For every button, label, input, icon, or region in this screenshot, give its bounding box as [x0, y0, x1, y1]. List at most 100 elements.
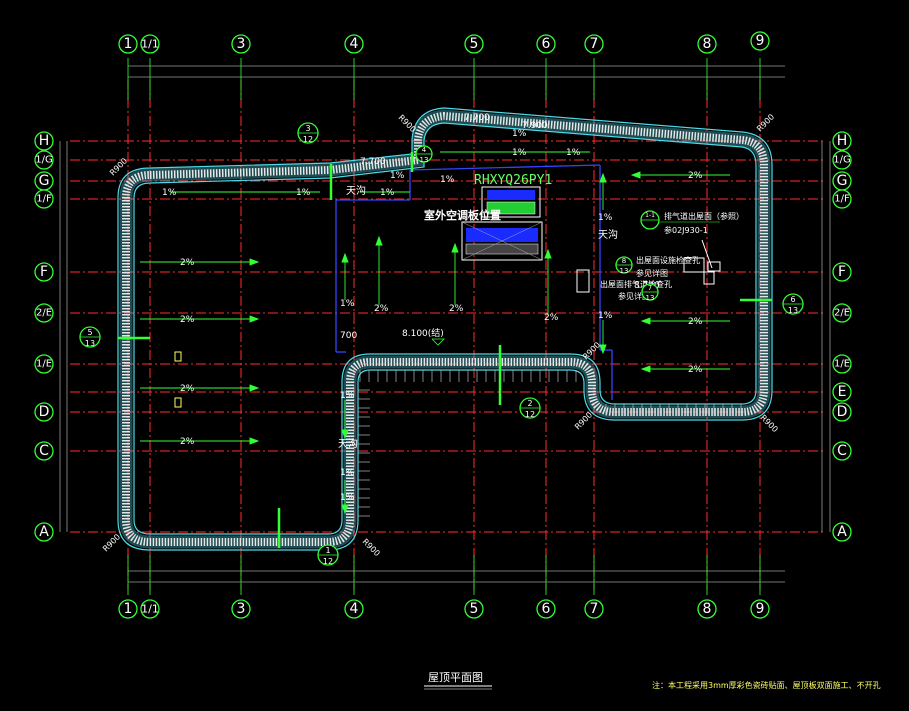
axis-label: 7 [590, 601, 599, 617]
detail-bubble-sheet: 12 [303, 135, 313, 144]
svg-text:F: F [838, 264, 846, 280]
svg-text:R900: R900 [361, 537, 382, 558]
section-marks [118, 152, 772, 548]
svg-text:出屋面排气道检查孔: 出屋面排气道检查孔 [600, 279, 672, 289]
axis-label: 6 [542, 601, 551, 617]
svg-text:1/G: 1/G [833, 155, 850, 166]
svg-text:H: H [39, 133, 50, 149]
room-label: 室外空调板位置 [424, 208, 501, 222]
svg-text:1%: 1% [162, 188, 177, 198]
slope-arrows [140, 151, 730, 515]
axis-label: 1 [124, 601, 133, 617]
axis-bubbles-bottom: 1 1/1 3 4 5 6 7 8 9 [118, 599, 770, 619]
svg-text:1%: 1% [340, 391, 355, 401]
svg-text:2%: 2% [180, 258, 195, 268]
svg-text:1%: 1% [598, 213, 613, 223]
detail-bubble-number: 2 [527, 399, 532, 408]
svg-text:1%: 1% [340, 468, 355, 478]
gutter-label: 天沟 [598, 228, 618, 241]
detail-bubble-number: 5 [87, 328, 92, 337]
svg-text:1%: 1% [390, 171, 405, 181]
detail-bubble-sheet: 12 [525, 410, 535, 419]
svg-text:2%: 2% [688, 365, 703, 375]
svg-text:2%: 2% [449, 304, 464, 314]
elevation-main: 8.100(结) [402, 327, 444, 339]
svg-text:A: A [39, 524, 49, 540]
svg-text:排气道出屋面（参照）: 排气道出屋面（参照） [664, 211, 744, 221]
svg-text:1%: 1% [340, 299, 355, 309]
detail-bubble-number: 8 [622, 257, 626, 265]
svg-text:2/E: 2/E [834, 308, 850, 319]
detail-bubble-number: 3 [305, 124, 310, 133]
marker [174, 397, 182, 408]
svg-text:2%: 2% [688, 317, 703, 327]
gutter-ticks [358, 370, 742, 517]
axis-label: 1/1 [141, 38, 159, 51]
svg-text:2%: 2% [374, 304, 389, 314]
axis-label: 1/1 [141, 603, 159, 616]
callouts: 出屋面设施检查孔 参见详图 出屋面排气道检查孔 参见详图 [600, 255, 700, 301]
svg-text:C: C [39, 443, 49, 459]
svg-text:C: C [837, 443, 847, 459]
axis-label: 5 [470, 601, 479, 617]
svg-text:D: D [39, 404, 50, 420]
dim-7900: 7.900 [522, 121, 548, 131]
gutter-label: 天沟 [338, 437, 358, 450]
gutter-label: 天沟 [346, 184, 366, 197]
axis-bubbles-right: H 1/G G 1/F F 2/E 1/E E D C A [832, 131, 852, 542]
detail-bubble-sheet: 13 [788, 306, 798, 315]
svg-text:1%: 1% [566, 148, 581, 158]
svg-text:R900: R900 [101, 532, 122, 553]
svg-text:1%: 1% [296, 188, 311, 198]
svg-text:D: D [837, 404, 848, 420]
section-note: 1-1 排气道出屋面（参照） 参02J930-1 [640, 210, 744, 235]
drawing-note: 注：本工程采用3mm厚彩色瓷砖贴面、屋顶板双面施工、不开孔 [652, 680, 881, 690]
detail-bubble-number: 4 [422, 146, 427, 154]
drawing-title: 屋顶平面图 [428, 671, 483, 684]
detail-bubble-sheet: 13 [420, 156, 429, 164]
svg-text:R900: R900 [573, 410, 594, 431]
svg-text:2%: 2% [180, 437, 195, 447]
svg-text:1%: 1% [440, 175, 455, 185]
svg-text:1/E: 1/E [834, 359, 850, 370]
svg-text:R900: R900 [759, 413, 780, 434]
axis-label: 9 [756, 601, 765, 617]
dim-700: 700 [340, 331, 357, 341]
svg-text:E: E [838, 384, 847, 400]
svg-text:A: A [837, 524, 847, 540]
axis-label: 8 [703, 601, 712, 617]
roof-parapet [117, 107, 773, 551]
svg-text:1-1: 1-1 [645, 212, 655, 219]
svg-text:G: G [837, 173, 848, 189]
svg-text:G: G [39, 173, 50, 189]
dimension-ticks [127, 58, 761, 595]
detail-bubble-sheet: 12 [323, 557, 333, 566]
axis-label: 8 [703, 36, 712, 52]
detail-bubble-number: 6 [790, 295, 795, 304]
detail-bubble-number: 1 [325, 546, 330, 555]
svg-text:1%: 1% [512, 129, 527, 139]
svg-text:F: F [40, 264, 48, 280]
grid-lines [70, 80, 825, 590]
svg-text:1/E: 1/E [36, 359, 52, 370]
svg-text:1/G: 1/G [35, 155, 52, 166]
axis-label: 1 [124, 36, 133, 52]
svg-text:1/F: 1/F [36, 194, 52, 205]
axis-label: 5 [470, 36, 479, 52]
detail-bubble-sheet: 13 [620, 267, 629, 275]
elevation-marker [431, 338, 445, 346]
svg-text:R900: R900 [755, 112, 776, 133]
slope-labels: 2% 2% 2% 2% 1% 1% 1% 1% 1% 1% 1% 1% 1% 2… [162, 129, 703, 503]
equipment-unit [461, 186, 543, 261]
axis-label: 3 [237, 36, 246, 52]
svg-text:1%: 1% [512, 148, 527, 158]
dimension-frame [59, 65, 831, 583]
axis-label: 4 [350, 36, 359, 52]
detail-bubble-sheet: 13 [646, 294, 655, 302]
svg-text:参见详图: 参见详图 [636, 268, 668, 278]
detail-bubble-sheet: 13 [85, 339, 95, 348]
svg-text:2%: 2% [180, 384, 195, 394]
svg-text:1%: 1% [598, 311, 613, 321]
